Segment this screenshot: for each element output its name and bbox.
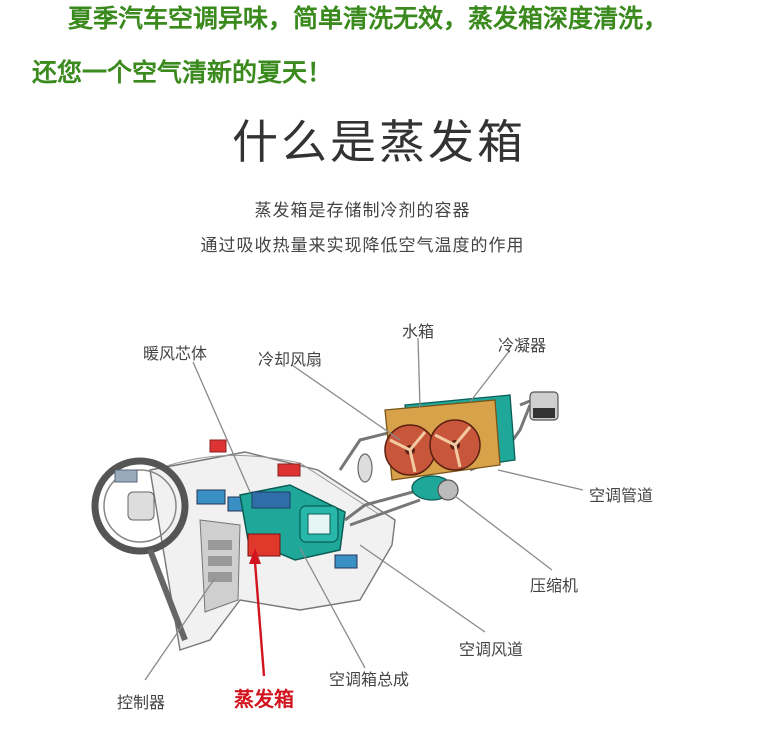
steering-wheel-inner bbox=[103, 469, 177, 543]
blower-grille bbox=[307, 513, 331, 535]
label-ac-duct: 空调风道 bbox=[459, 640, 524, 659]
description-line-1: 蒸发箱是存储制冷剂的容器 bbox=[254, 201, 471, 221]
section-title: 什么是蒸发箱 bbox=[232, 115, 526, 169]
steering-wheel bbox=[91, 457, 189, 555]
label-ac-pipe: 空调管道 bbox=[589, 486, 654, 505]
label-evaporator: 蒸发箱 bbox=[234, 687, 294, 711]
console-buttons bbox=[208, 540, 232, 550]
label-water-tank: 水箱 bbox=[402, 322, 435, 341]
leader-compressor bbox=[454, 495, 553, 571]
description-line-2: 通过吸收热量来实现降低空气温度的作用 bbox=[200, 236, 525, 256]
leader-ac-box bbox=[299, 547, 366, 669]
label-ac-box-assembly: 空调箱总成 bbox=[329, 670, 410, 689]
red-tab-2 bbox=[277, 463, 301, 477]
evaporator-pointer bbox=[249, 548, 266, 677]
label-controller: 控制器 bbox=[117, 693, 166, 712]
headline-line-2: 还您一个空气清新的夏天！ bbox=[32, 58, 333, 87]
label-condenser: 冷凝器 bbox=[498, 336, 547, 355]
leader-cooling-fan bbox=[291, 364, 401, 441]
vent-right bbox=[334, 554, 358, 569]
ac-box-assembly bbox=[239, 484, 346, 561]
receiver-drier bbox=[357, 453, 373, 483]
vent-left bbox=[114, 469, 138, 483]
leader-heater-core bbox=[192, 361, 251, 493]
steering-column bbox=[147, 548, 188, 642]
red-tab-1 bbox=[209, 439, 227, 453]
dashboard-top-edge bbox=[159, 454, 381, 516]
evaporator-block bbox=[247, 533, 281, 557]
heater-core-block bbox=[251, 491, 291, 509]
steering-hub bbox=[127, 491, 155, 521]
leader-ac-pipe bbox=[497, 469, 584, 491]
console-buttons bbox=[208, 556, 232, 566]
compressor bbox=[411, 475, 459, 501]
label-cooling-fan: 冷却风扇 bbox=[258, 350, 323, 369]
leader-water-tank bbox=[417, 337, 421, 409]
vent-center-1 bbox=[196, 489, 226, 505]
console-buttons bbox=[208, 572, 232, 582]
leader-controller bbox=[144, 577, 216, 681]
leader-lines bbox=[144, 337, 584, 681]
leader-ac-duct bbox=[359, 544, 486, 633]
leader-condenser bbox=[469, 349, 511, 403]
headline-line-1: 夏季汽车空调异味，简单清洗无效，蒸发箱深度清洗， bbox=[68, 4, 669, 33]
dashboard-illustration bbox=[91, 439, 396, 651]
radiator-condenser bbox=[384, 391, 559, 481]
label-compressor: 压缩机 bbox=[530, 576, 579, 595]
label-heater-core: 暖风芯体 bbox=[143, 344, 208, 363]
